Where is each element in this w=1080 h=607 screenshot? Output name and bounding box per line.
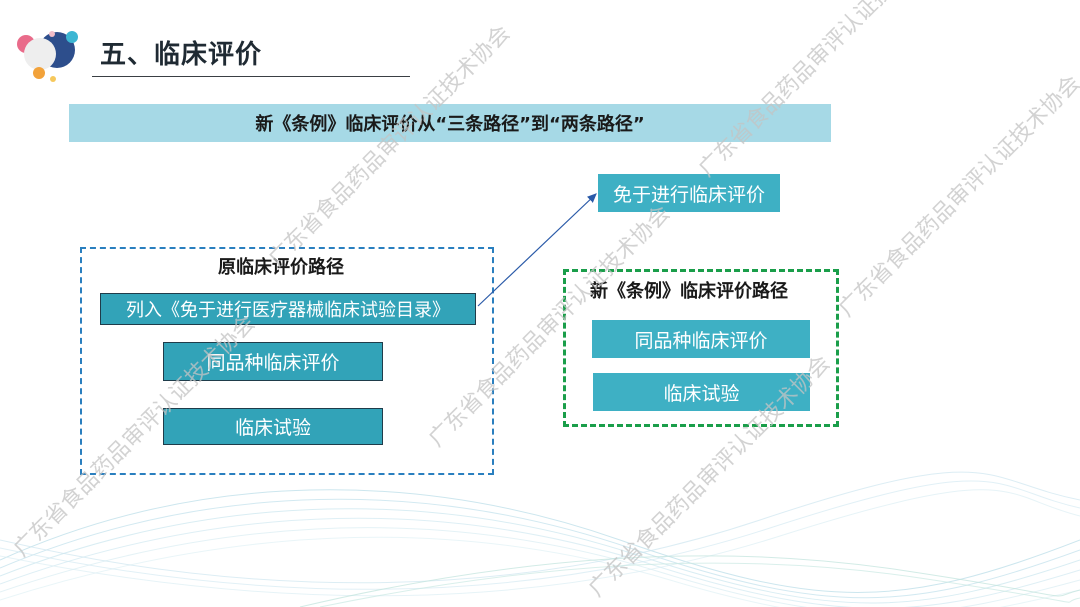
watermark: 广东省食品药品审评认证技术协会	[694, 0, 946, 182]
new-path-item-clinical-trial[interactable]: 临床试验	[593, 373, 810, 411]
old-path-frame	[80, 247, 494, 475]
exempt-evaluation-label: 免于进行临床评价	[612, 183, 765, 206]
new-path-heading: 新《条例》临床评价路径	[590, 281, 788, 302]
old-path-item-label: 同品种临床评价	[206, 352, 340, 374]
title-underline	[92, 76, 410, 77]
old-path-item-equivalent-evaluation[interactable]: 同品种临床评价	[163, 342, 383, 381]
new-path-frame	[563, 269, 839, 427]
page-title: 五、临床评价	[100, 40, 263, 70]
logo	[12, 22, 92, 82]
exempt-evaluation-box[interactable]: 免于进行临床评价	[598, 174, 780, 212]
new-path-item-label: 临床试验	[663, 382, 740, 405]
watermark: 广东省食品药品审评认证技术协会	[264, 20, 516, 272]
new-path-item-label: 同品种临床评价	[634, 329, 768, 352]
banner-text: 新《条例》临床评价从“三条路径”到“两条路径”	[255, 114, 645, 135]
old-path-item-exempt-catalog[interactable]: 列入《免于进行医疗器械临床试验目录》	[100, 293, 476, 325]
watermark: 广东省食品药品审评认证技术协会	[834, 70, 1080, 322]
old-path-item-clinical-trial[interactable]: 临床试验	[163, 408, 383, 445]
old-path-item-label: 列入《免于进行医疗器械临床试验目录》	[126, 300, 450, 321]
banner: 新《条例》临床评价从“三条路径”到“两条路径”	[69, 104, 831, 142]
new-path-item-equivalent-evaluation[interactable]: 同品种临床评价	[592, 320, 810, 358]
old-path-item-label: 临床试验	[234, 417, 311, 439]
old-path-heading: 原临床评价路径	[218, 257, 344, 278]
